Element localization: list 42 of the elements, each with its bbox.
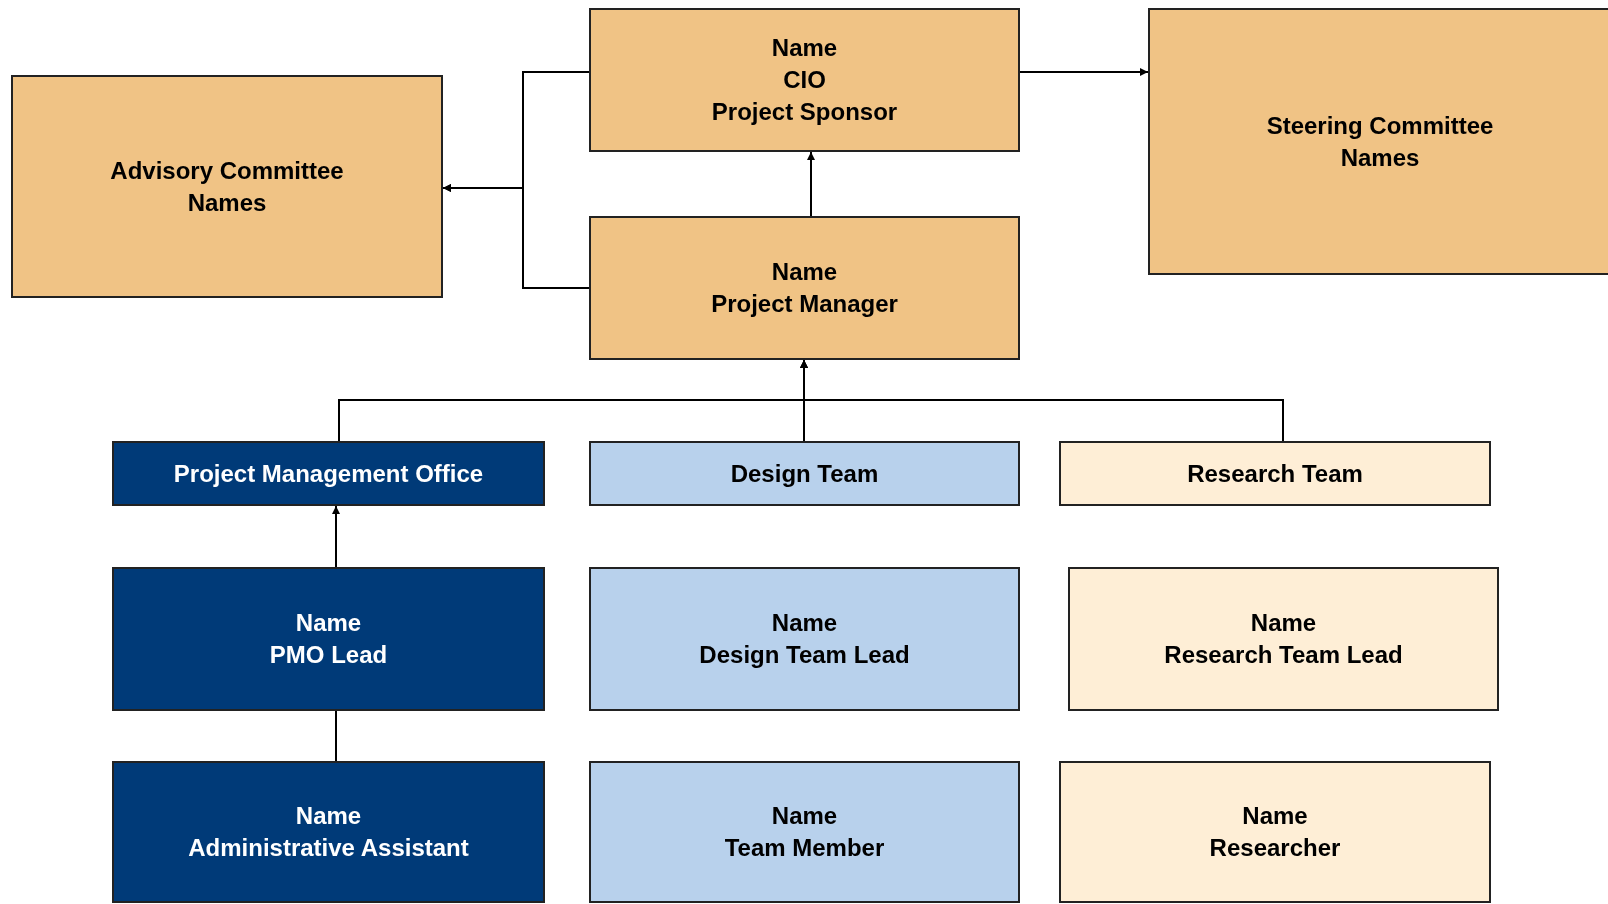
box-text: Name (771, 257, 838, 287)
box-text: Project Management Office (173, 458, 484, 489)
box-text: Research Team Lead (1164, 640, 1403, 670)
org-box (589, 567, 1020, 711)
box-text: Name (1242, 801, 1308, 831)
box-text: Name (771, 608, 838, 638)
box-text: Steering Committee (1266, 110, 1494, 141)
org-box (589, 761, 1020, 903)
box-text: Design Team Lead (699, 640, 910, 670)
box-text: Researcher (1209, 833, 1341, 863)
connector-arrow (1019, 68, 1149, 76)
box-text: Project Sponsor (711, 97, 898, 127)
org-box (1068, 567, 1499, 711)
box-text: Name (771, 801, 838, 831)
org-box (1059, 441, 1491, 506)
box-text: PMO Lead (269, 640, 388, 670)
box-text: Name (295, 801, 362, 831)
org-box (112, 761, 545, 903)
connector-arrow (442, 184, 590, 289)
box-text: Administrative Assistant (188, 833, 469, 863)
box-text: Name (295, 608, 362, 638)
org-box (589, 441, 1020, 506)
box-text: Name (1250, 608, 1317, 638)
org-box (112, 567, 545, 711)
box-text: Project Manager (711, 289, 898, 319)
connector-arrow (807, 151, 815, 217)
box-text: Name (771, 33, 838, 63)
org-box (11, 75, 443, 298)
box-text: Names (187, 187, 267, 218)
box-text: Team Member (724, 833, 885, 863)
org-box (589, 8, 1020, 152)
box-text: Design Team (730, 458, 879, 489)
org-box (112, 441, 545, 506)
connector-arrow (332, 505, 340, 568)
box-text: CIO (783, 65, 826, 95)
box-text: Research Team (1187, 458, 1363, 489)
org-box (589, 216, 1020, 360)
connector-arrow (800, 359, 1284, 442)
org-box (1148, 8, 1608, 275)
box-text: Names (1340, 142, 1420, 173)
box-text: Advisory Committee (110, 155, 344, 186)
org-box (1059, 761, 1491, 903)
